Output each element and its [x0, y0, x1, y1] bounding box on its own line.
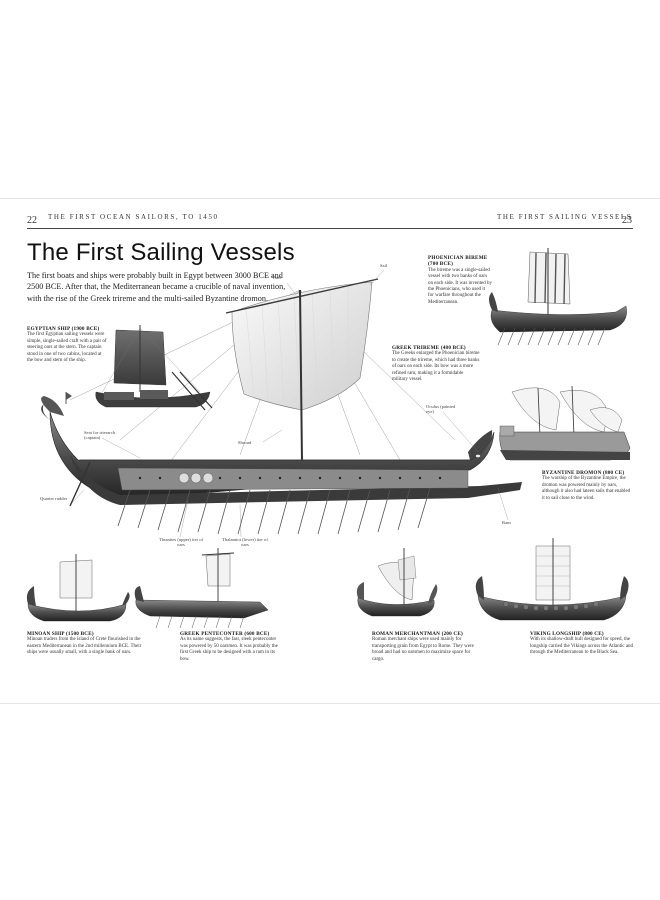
caption-egyptian-title: EGYPTIAN SHIP (1900 BCE)	[27, 326, 100, 332]
caption-greek-trireme-text: The Greeks enlarged the Phoenician birem…	[392, 351, 480, 383]
label-oculus: Oculus (painted eye)	[426, 404, 456, 415]
caption-greek-trireme-title: GREEK TRIREME (480 BCE)	[392, 345, 466, 351]
left-page-number: 22	[27, 215, 37, 226]
caption-roman-title: ROMAN MERCHANTMAN (200 CE)	[372, 631, 463, 637]
caption-phoenician-bireme: PHOENICIAN BIREME (700 BCE) The bireme w…	[428, 255, 492, 306]
label-trierarch-seat: Seat for trierarch (captain)	[84, 430, 116, 441]
caption-greek-penteconter: GREEK PENTECONTER (600 BCE) As its name …	[180, 631, 278, 663]
caption-byzantine-text: The warship of the Byzantine Empire, the…	[542, 476, 631, 501]
right-page-number: 23	[622, 215, 632, 226]
caption-greek-trireme: GREEK TRIREME (480 BCE) The Greeks enlar…	[392, 345, 480, 383]
label-thranites: Thranites (upper) tier of oars	[158, 537, 204, 548]
label-ram: Ram	[502, 520, 511, 525]
caption-phoenician-title: PHOENICIAN BIREME (700 BCE)	[428, 255, 488, 268]
caption-viking-text: With its shallow-draft hull designed for…	[530, 637, 634, 656]
left-running-head: THE FIRST OCEAN SAILORS, TO 1450	[48, 213, 219, 221]
caption-egyptian-text: The first Egyptian sailing vessels were …	[27, 332, 107, 364]
right-running-head: THE FIRST SAILING VESSELS	[497, 213, 633, 221]
label-yard: Yard	[272, 275, 281, 280]
caption-penteconter-title: GREEK PENTECONTER (600 BCE)	[180, 631, 270, 637]
caption-viking-longship: VIKING LONGSHIP (800 CE) With its shallo…	[530, 631, 636, 657]
caption-byzantine-dromon: BYZANTINE DROMON (800 CE) The warship of…	[542, 470, 634, 502]
caption-penteconter-text: As its name suggests, the fast, sleek pe…	[180, 637, 278, 662]
label-shroud: Shroud	[238, 440, 252, 445]
page-title: The First Sailing Vessels	[27, 239, 295, 266]
label-quarter-rudder: Quarter rudder	[40, 496, 68, 501]
intro-paragraph: The first boats and ships were probably …	[27, 271, 286, 303]
caption-phoenician-text: The bireme was a single-sailed vessel wi…	[428, 267, 493, 305]
caption-viking-title: VIKING LONGSHIP (800 CE)	[530, 631, 604, 637]
caption-minoan-title: MINOAN SHIP (1500 BCE)	[27, 631, 94, 637]
caption-minoan-ship: MINOAN SHIP (1500 BCE) Minoan traders fr…	[27, 631, 145, 657]
caption-roman-text: Roman merchant ships were used mainly fo…	[372, 637, 474, 662]
label-sail: Sail	[380, 263, 388, 268]
header-rule	[27, 228, 633, 229]
label-thalamioi: Thalamioi (lower) tier of oars	[222, 537, 268, 548]
caption-roman-merchantman: ROMAN MERCHANTMAN (200 CE) Roman merchan…	[372, 631, 480, 663]
caption-byzantine-title: BYZANTINE DROMON (800 CE)	[542, 470, 625, 476]
caption-egyptian-ship: EGYPTIAN SHIP (1900 BCE) The first Egypt…	[27, 326, 107, 364]
caption-minoan-text: Minoan traders from the island of Crete …	[27, 637, 142, 656]
